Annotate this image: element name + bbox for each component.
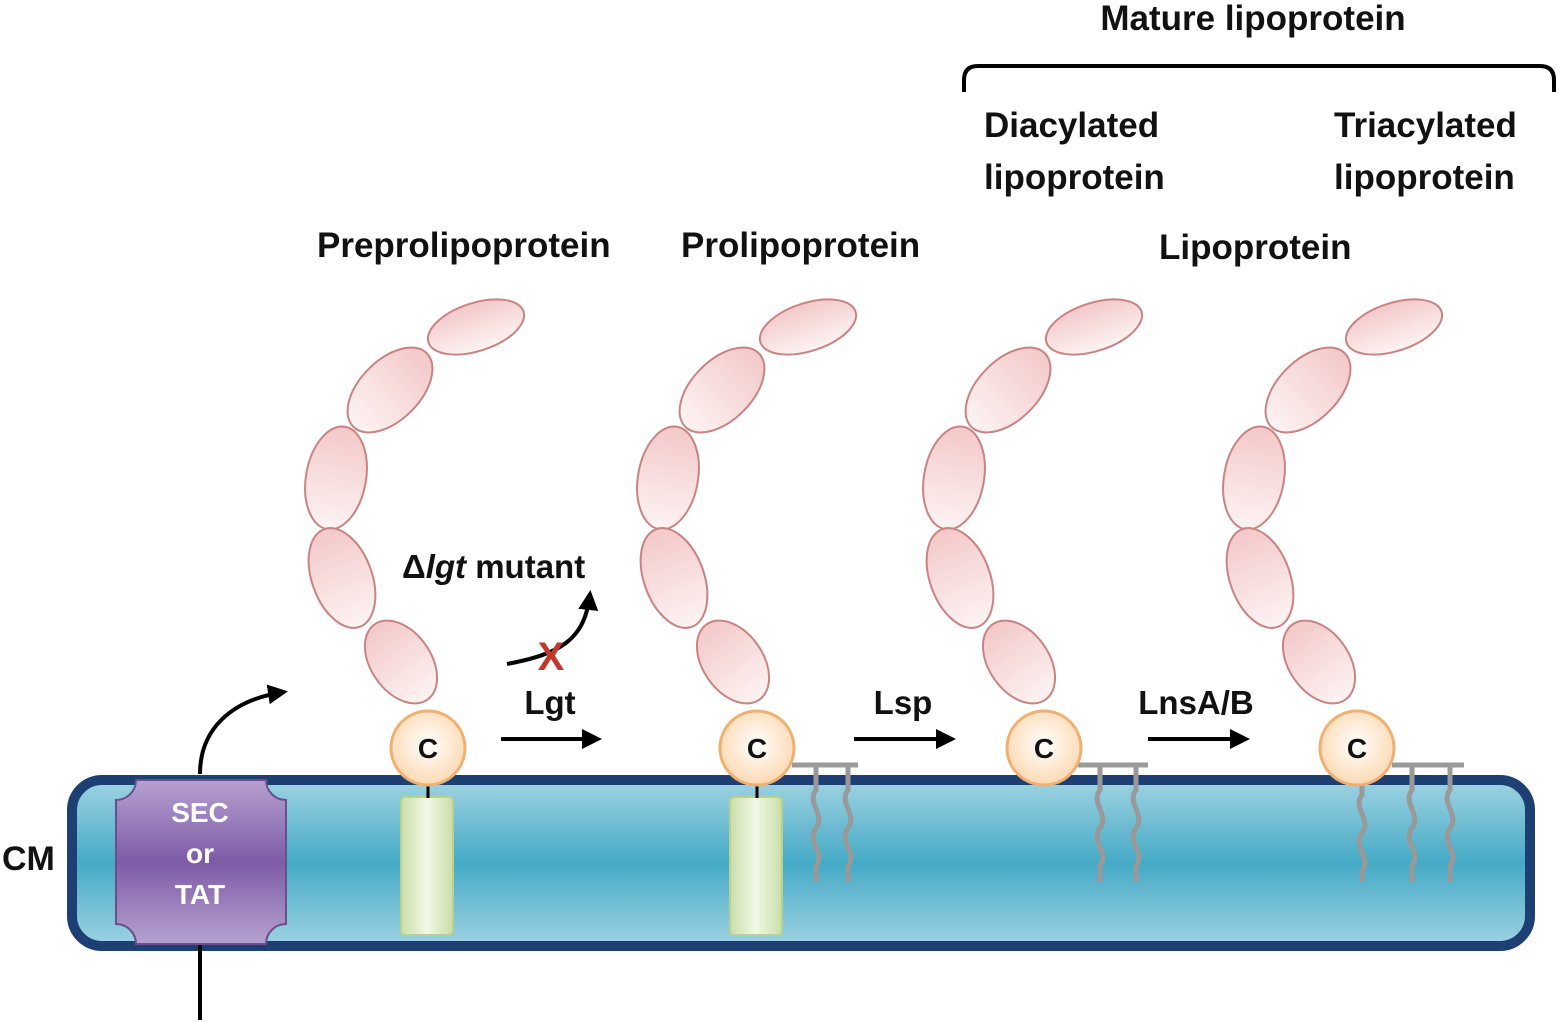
cysteine-label: C (747, 733, 767, 764)
protein-chain-beads (1222, 298, 1444, 705)
translocon-label-line3: TAT (175, 879, 225, 910)
protein-preprolipoprotein: C (304, 298, 526, 936)
enzyme-label-lsp: Lsp (874, 684, 933, 721)
diacyl-lipid-chains (792, 762, 858, 882)
triacyl-lipid-chains (1356, 762, 1464, 882)
protein-chain-beads (304, 298, 526, 705)
triacylated-label-line1: Triacylated (1334, 106, 1517, 145)
cysteine-label: C (1347, 733, 1367, 764)
block-x-mark: X (538, 635, 565, 679)
protein-chain-beads (922, 298, 1144, 705)
stage-label-preprolipoprotein: Preprolipoprotein (317, 226, 611, 265)
enzyme-label-lgt: Lgt (524, 684, 575, 721)
cysteine-residue (1005, 709, 1083, 787)
protein-prolipoprotein: C (636, 298, 858, 936)
cysteine-residue (1318, 709, 1396, 787)
mature-bracket (962, 64, 1556, 92)
mutant-branch-arrow (506, 590, 599, 666)
stage-label-lipoprotein: Lipoprotein (1159, 228, 1351, 267)
diacyl-lipid-chains (1078, 762, 1148, 882)
diacylated-label-line2: lipoprotein (984, 158, 1165, 197)
cysteine-residue (389, 709, 467, 787)
stage-label-prolipoprotein: Prolipoprotein (681, 226, 920, 265)
protein-diacylated-lipoprotein: C (922, 298, 1148, 882)
signal-peptide-anchor (729, 796, 783, 936)
protein-triacylated-lipoprotein: C (1222, 298, 1464, 882)
triacylated-label-line2: lipoprotein (1334, 158, 1515, 197)
diacylated-label-line1: Diacylated (984, 106, 1159, 145)
cysteine-label: C (1034, 733, 1054, 764)
membrane-label: CM (2, 840, 55, 878)
translocon-label-line2: or (186, 838, 214, 869)
signal-peptide-anchor (400, 796, 454, 936)
cysteine-residue (718, 709, 796, 787)
translocon-exit-arrow (198, 684, 288, 775)
protein-chain-beads (636, 298, 858, 705)
translocon-label-line1: SEC (171, 797, 229, 828)
lgt-mutant-label: Δlgt mutant (402, 548, 585, 585)
enzyme-label-lnsab: LnsA/B (1138, 684, 1254, 721)
sec-tat-translocon (115, 779, 287, 945)
cysteine-label: C (418, 733, 438, 764)
mature-lipoprotein-label: Mature lipoprotein (1100, 0, 1405, 38)
cytoplasmic-membrane (67, 775, 1535, 951)
